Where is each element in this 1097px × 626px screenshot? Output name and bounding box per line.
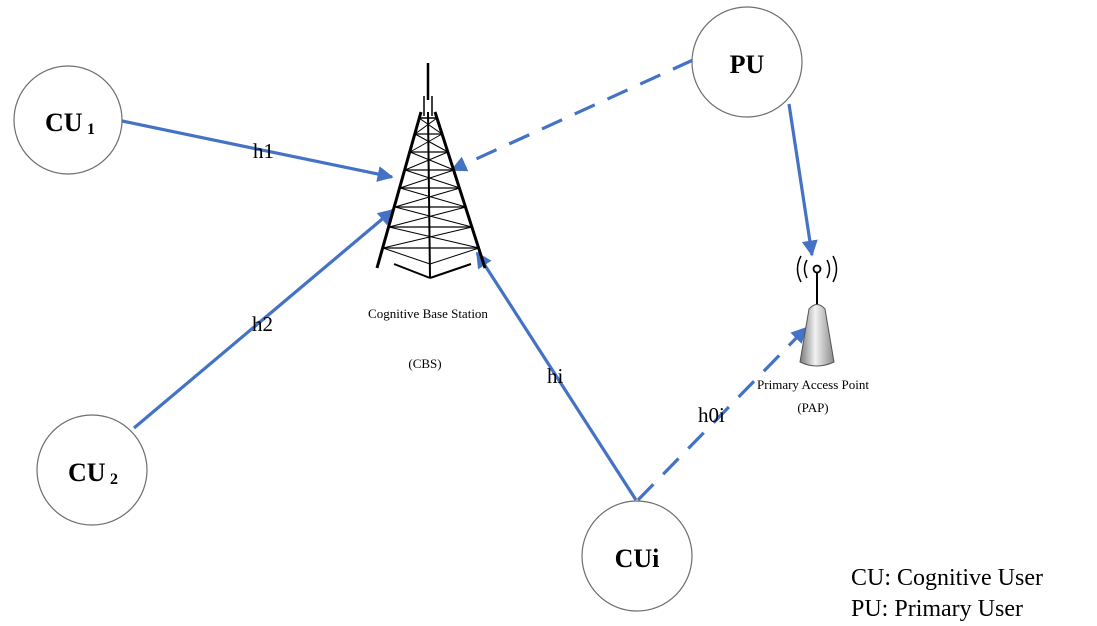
- link-h1: [121, 119, 394, 182]
- node-cui-label: CUi: [615, 544, 660, 573]
- node-cu2-label: CU: [68, 458, 106, 487]
- node-cu1: CU 1: [13, 65, 123, 175]
- legend-pu: PU: Primary User: [851, 596, 1023, 622]
- base-station-name: Cognitive Base Station: [368, 306, 488, 321]
- edge-label-h2: h2: [252, 312, 273, 336]
- access-point-abbr: (PAP): [797, 400, 828, 415]
- link-pu-pap: [787, 103, 818, 257]
- edge-label-hi: hi: [547, 364, 564, 388]
- node-cu1-label: CU: [45, 108, 83, 137]
- node-pu-label: PU: [730, 50, 765, 79]
- access-point-icon: [796, 255, 838, 367]
- base-station-abbr: (CBS): [408, 356, 441, 371]
- edge-label-h0i: h0i: [698, 403, 725, 427]
- link-h0i: [636, 326, 808, 502]
- link-hi: [475, 251, 638, 501]
- node-cu2-sub: 2: [110, 471, 118, 488]
- link-h2: [132, 208, 395, 430]
- edge-label-h1: h1: [253, 139, 274, 163]
- base-station-tower-icon: [375, 63, 487, 279]
- link-pu-cbs: [450, 58, 694, 172]
- node-pu: PU: [691, 6, 803, 118]
- node-cu2: CU 2: [36, 414, 148, 526]
- node-cu1-sub: 1: [87, 121, 95, 138]
- access-point-name: Primary Access Point: [757, 377, 869, 392]
- legend-cu: CU: Cognitive User: [851, 565, 1043, 591]
- node-cui: CUi: [581, 500, 693, 612]
